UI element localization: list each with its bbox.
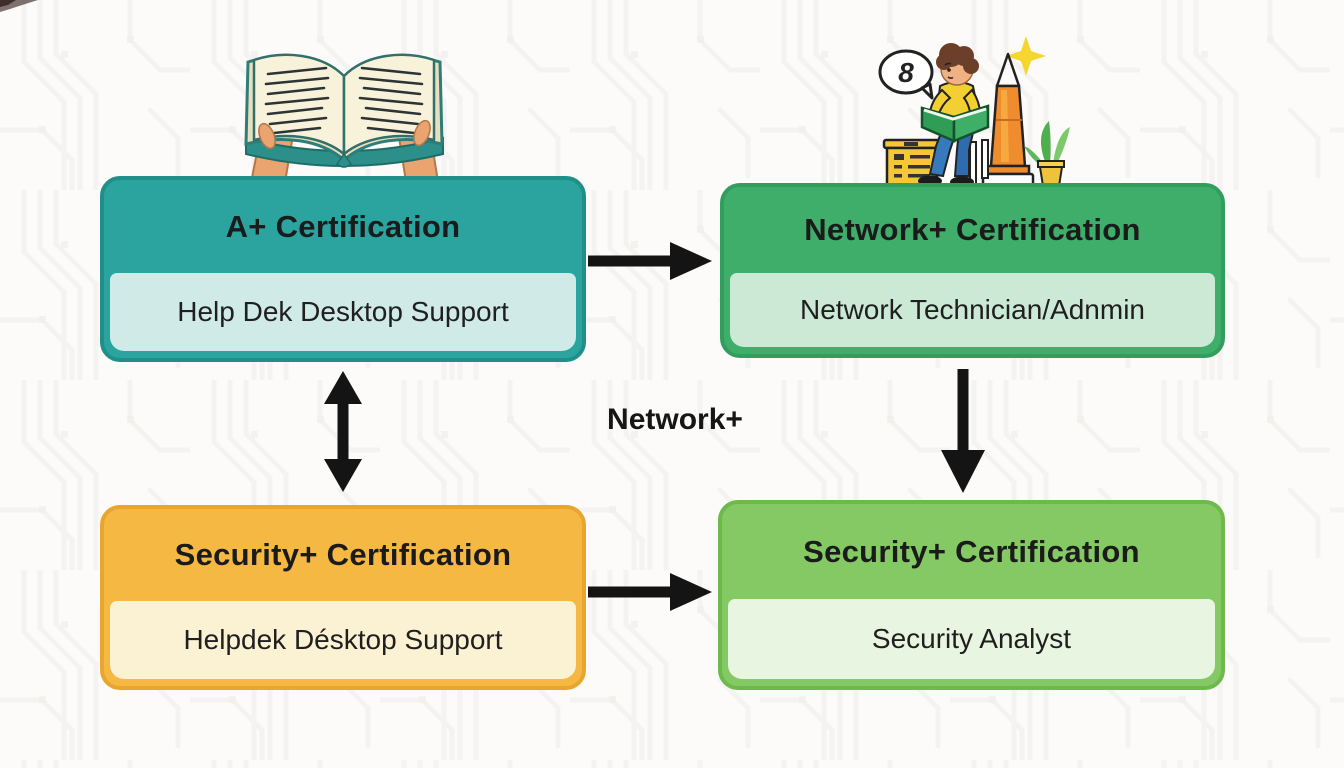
node-body: Help Dek Desktop Support bbox=[110, 273, 576, 351]
node-network-plus-certification: Network+ Certification Network Technicia… bbox=[720, 183, 1225, 358]
arrow-a-to-security-bidirectional bbox=[324, 371, 362, 492]
person-reading-illustration: 8 bbox=[878, 36, 1070, 188]
node-security-plus-certification-left: Security+ Certification Helpdek Désktop … bbox=[100, 505, 586, 690]
arrow-a-to-network bbox=[588, 242, 712, 280]
node-title: A+ Certification bbox=[225, 208, 461, 244]
node-subtitle: Network Technician/Adnmin bbox=[800, 294, 1145, 325]
network-plus-label: Network+ bbox=[607, 403, 743, 436]
node-subtitle: Help Dek Desktop Support bbox=[177, 296, 509, 327]
node-body: Security Analyst bbox=[728, 599, 1215, 679]
speech-bubble: 8 bbox=[878, 49, 934, 100]
speech-bubble-text: 8 bbox=[898, 57, 914, 88]
arrow-security-to-analyst bbox=[588, 573, 712, 611]
node-a-plus-certification: A+ Certification Help Dek Desktop Suppor… bbox=[100, 176, 586, 362]
corner-smudge bbox=[0, 0, 38, 12]
node-title: Network+ Certification bbox=[804, 212, 1141, 247]
node-subtitle: Helpdek Désktop Support bbox=[183, 624, 503, 655]
node-body: Network Technician/Adnmin bbox=[730, 273, 1215, 347]
node-title: Security+ Certification bbox=[803, 533, 1140, 569]
node-title: Security+ Certification bbox=[174, 537, 512, 572]
node-security-plus-certification-right: Security+ Certification Security Analyst bbox=[718, 500, 1225, 690]
node-subtitle: Security Analyst bbox=[871, 623, 1072, 654]
node-body: Helpdek Désktop Support bbox=[110, 601, 576, 679]
open-book-illustration bbox=[244, 53, 444, 188]
arrow-network-to-analyst bbox=[941, 369, 985, 493]
